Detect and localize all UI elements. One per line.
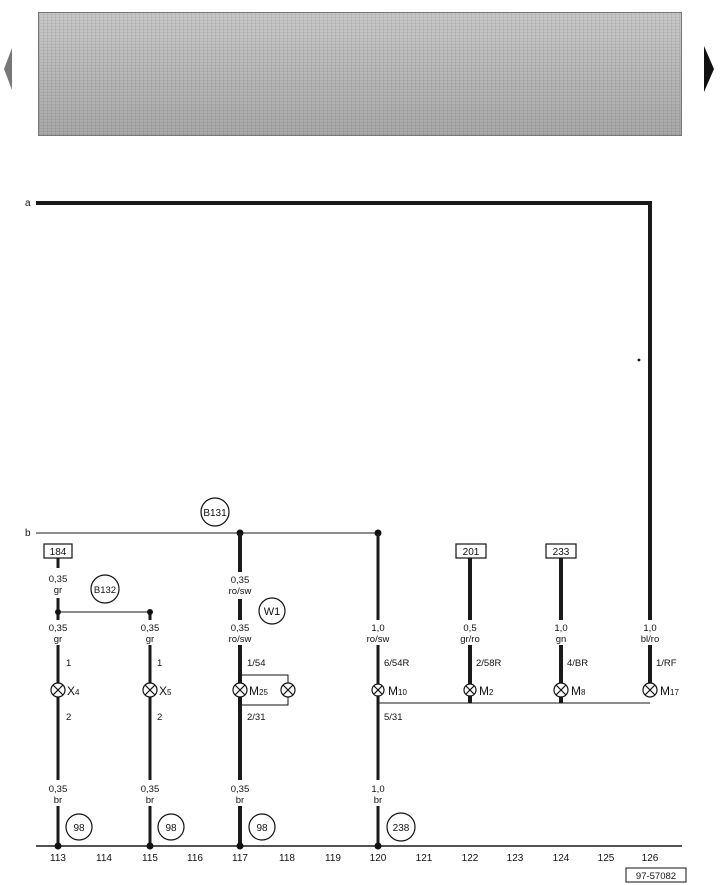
wire-size-117-bot: 0,35 bbox=[231, 784, 250, 795]
rail-a-label: a bbox=[25, 198, 31, 209]
pin-120-5-31: 5/31 bbox=[384, 712, 403, 723]
component-x4-label: X4 bbox=[67, 684, 80, 698]
pin-113-1: 1 bbox=[66, 658, 71, 669]
label-gap bbox=[228, 620, 252, 645]
label-gap bbox=[364, 620, 392, 645]
wire-size-120-mid: 1,0 bbox=[371, 623, 384, 634]
wire-color-117-mid: ro/sw bbox=[229, 634, 252, 645]
column-number-row: 113 114 115 116 117 118 119 120 121 122 … bbox=[50, 853, 659, 864]
component-m25-label: M25 bbox=[249, 684, 268, 698]
pin-122-2-58R: 2/58R bbox=[476, 658, 501, 669]
label-gap bbox=[228, 572, 252, 599]
label-gap bbox=[458, 620, 484, 645]
wire-size-117-top: 0,35 bbox=[231, 575, 250, 586]
wire-color-113-bot: br bbox=[54, 795, 62, 806]
drawing-number: 97-57082 bbox=[636, 871, 676, 882]
stray-dot bbox=[637, 358, 641, 362]
wire-size-115-bot: 0,35 bbox=[141, 784, 160, 795]
label-gap bbox=[52, 780, 64, 806]
pin-126-1-RF: 1/RF bbox=[656, 658, 677, 669]
wire-color-124: gn bbox=[556, 634, 567, 645]
label-gap bbox=[368, 780, 388, 806]
wire-size-122: 0,5 bbox=[463, 623, 476, 634]
wire-size-124: 1,0 bbox=[554, 623, 567, 634]
column-number: 126 bbox=[642, 853, 659, 864]
wire-size-113-bot: 0,35 bbox=[49, 784, 68, 795]
ground-238-label: 238 bbox=[393, 823, 410, 834]
column-number: 113 bbox=[50, 853, 66, 864]
ground-98-label: 98 bbox=[256, 823, 268, 834]
wire-size-120-bot: 1,0 bbox=[371, 784, 384, 795]
junction-dot bbox=[147, 609, 153, 615]
ground-98-circle bbox=[65, 813, 93, 841]
pin-117-1-54: 1/54 bbox=[247, 658, 266, 669]
header-image-band bbox=[38, 12, 682, 136]
wire-size-113-mid: 0,35 bbox=[49, 623, 68, 634]
wire-color-113-top: gr bbox=[54, 585, 62, 596]
component-m2-label: M2 bbox=[479, 684, 494, 698]
connector-b132-label: B132 bbox=[94, 585, 116, 596]
rail-b-label: b bbox=[25, 528, 31, 539]
pin-113-2: 2 bbox=[66, 712, 71, 723]
wire-color-115-bot: br bbox=[146, 795, 154, 806]
wire-color-120-bot: br bbox=[374, 795, 382, 806]
pin-115-2: 2 bbox=[157, 712, 162, 723]
connector-b131-label: B131 bbox=[203, 508, 227, 519]
wire-color-120-mid: ro/sw bbox=[367, 634, 390, 645]
wire-color-126: bl/ro bbox=[641, 634, 659, 645]
ground-238-circle bbox=[386, 812, 416, 842]
connector-b131-circle bbox=[200, 497, 230, 527]
wire-size-126: 1,0 bbox=[643, 623, 656, 634]
component-x5-label: X5 bbox=[159, 684, 172, 698]
label-gap bbox=[144, 620, 156, 645]
wire-color-122: gr/ro bbox=[460, 634, 480, 645]
column-number: 117 bbox=[232, 853, 248, 864]
label-gap bbox=[636, 620, 664, 645]
wire-size-117-mid: 0,35 bbox=[231, 623, 250, 634]
label-gap bbox=[230, 780, 250, 806]
label-gap bbox=[144, 780, 156, 806]
component-m10-label: M10 bbox=[388, 684, 407, 698]
column-number: 118 bbox=[279, 853, 295, 864]
next-page-arrow-icon[interactable] bbox=[704, 46, 714, 92]
column-number: 115 bbox=[142, 853, 158, 864]
column-number: 121 bbox=[416, 853, 433, 864]
pin-120-6-54R: 6/54R bbox=[384, 658, 409, 669]
column-number: 123 bbox=[507, 853, 524, 864]
ref-184-label: 184 bbox=[50, 547, 67, 558]
ref-201-label: 201 bbox=[463, 547, 480, 558]
pin-124-4-BR: 4/BR bbox=[567, 658, 588, 669]
wire-size-115-mid: 0,35 bbox=[141, 623, 160, 634]
label-gap bbox=[52, 620, 64, 645]
ref-233-label: 233 bbox=[553, 547, 570, 558]
wire-color-115-mid: gr bbox=[146, 634, 154, 645]
component-m17-label: M17 bbox=[660, 684, 679, 698]
column-number: 119 bbox=[325, 853, 341, 864]
wire-size-113-top: 0,35 bbox=[49, 574, 68, 585]
column-number: 124 bbox=[553, 853, 570, 864]
column-number: 114 bbox=[96, 853, 112, 864]
connector-w1-circle bbox=[258, 597, 286, 625]
ground-98-label: 98 bbox=[73, 823, 85, 834]
ground-98-circle bbox=[157, 813, 185, 841]
column-number: 125 bbox=[598, 853, 615, 864]
label-gap bbox=[52, 568, 64, 598]
column-number: 120 bbox=[370, 853, 387, 864]
component-m8-label: M8 bbox=[571, 684, 586, 698]
prev-page-arrow-icon[interactable] bbox=[4, 48, 12, 90]
column-number: 122 bbox=[462, 853, 479, 864]
pin-117-2-31: 2/31 bbox=[247, 712, 266, 723]
connector-b132-circle bbox=[90, 574, 120, 604]
connector-w1-label: W1 bbox=[264, 606, 281, 618]
wire-color-117-bot: br bbox=[236, 795, 244, 806]
pin-115-1: 1 bbox=[157, 658, 162, 669]
drawing-number-box bbox=[625, 867, 687, 883]
column-number: 116 bbox=[187, 853, 203, 864]
ground-98-label: 98 bbox=[165, 823, 177, 834]
ground-98-circle bbox=[248, 813, 276, 841]
label-gap bbox=[551, 620, 571, 645]
wire-color-117-top: ro/sw bbox=[229, 586, 252, 597]
wire-color-113-mid: gr bbox=[54, 634, 62, 645]
